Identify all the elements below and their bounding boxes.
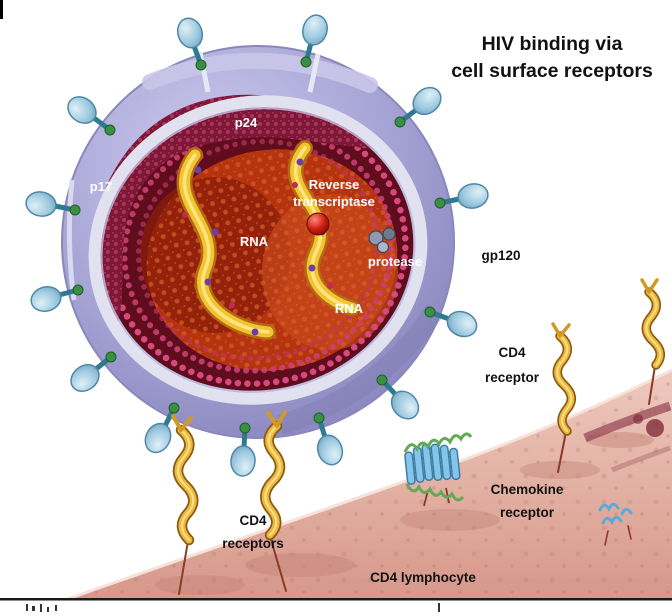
reverse-transcriptase-sphere bbox=[306, 212, 330, 236]
cd4-receptor-molecule bbox=[260, 410, 287, 592]
label-cd4-receptor-line1: CD4 bbox=[498, 345, 525, 360]
label-rna-lower: RNA bbox=[335, 301, 364, 316]
gp120-spike bbox=[394, 86, 442, 128]
label-gp120: gp120 bbox=[481, 248, 520, 263]
virion-interior bbox=[92, 94, 414, 391]
label-p17: p17 bbox=[90, 179, 112, 194]
gp120-spike bbox=[70, 351, 117, 392]
label-cd4-receptors-line2: receptors bbox=[222, 536, 284, 551]
label-protease: protease bbox=[368, 254, 422, 269]
chemokine-receptor-small bbox=[598, 502, 633, 546]
cd4-receptor-molecule bbox=[640, 278, 666, 405]
label-cd4-lymphocyte: CD4 lymphocyte bbox=[370, 570, 476, 585]
gp120-spike bbox=[30, 284, 84, 312]
rna-ribbons bbox=[176, 140, 360, 340]
label-cd4-receptors-line1: CD4 bbox=[239, 513, 266, 528]
gp120-spike bbox=[434, 183, 489, 209]
cd4-receptor-molecule bbox=[171, 414, 199, 595]
hiv-virion bbox=[25, 14, 489, 477]
label-cd4-receptor-line2: receptor bbox=[485, 370, 540, 385]
cd4-receptor-molecule bbox=[551, 322, 577, 473]
chemokine-receptor-molecule bbox=[403, 432, 473, 507]
gp120-spike bbox=[176, 17, 207, 71]
gp120-spikes bbox=[25, 14, 489, 477]
gp120-spike bbox=[424, 306, 478, 338]
label-reverse-transcriptase-line2: transcriptase bbox=[293, 194, 375, 209]
gp120-spike bbox=[25, 191, 81, 217]
gp120-spike bbox=[144, 402, 180, 454]
label-rna-upper: RNA bbox=[240, 234, 269, 249]
title-line2: cell surface receptors bbox=[451, 60, 653, 82]
gp120-spike bbox=[230, 422, 256, 477]
gp120-spike bbox=[300, 14, 328, 68]
label-reverse-transcriptase-line1: Reverse bbox=[309, 177, 360, 192]
label-chemokine-line1: Chemokine bbox=[491, 482, 564, 497]
label-chemokine-line2: receptor bbox=[500, 505, 555, 520]
shell-cut-edge bbox=[88, 95, 428, 405]
matrix-crescent bbox=[92, 94, 392, 337]
title-line1: HIV binding via bbox=[482, 33, 623, 55]
gp120-spike bbox=[313, 412, 344, 466]
gp120-spike bbox=[376, 374, 420, 420]
label-p24: p24 bbox=[235, 115, 258, 130]
gp120-spike bbox=[67, 96, 116, 136]
protease-cluster bbox=[368, 227, 396, 254]
